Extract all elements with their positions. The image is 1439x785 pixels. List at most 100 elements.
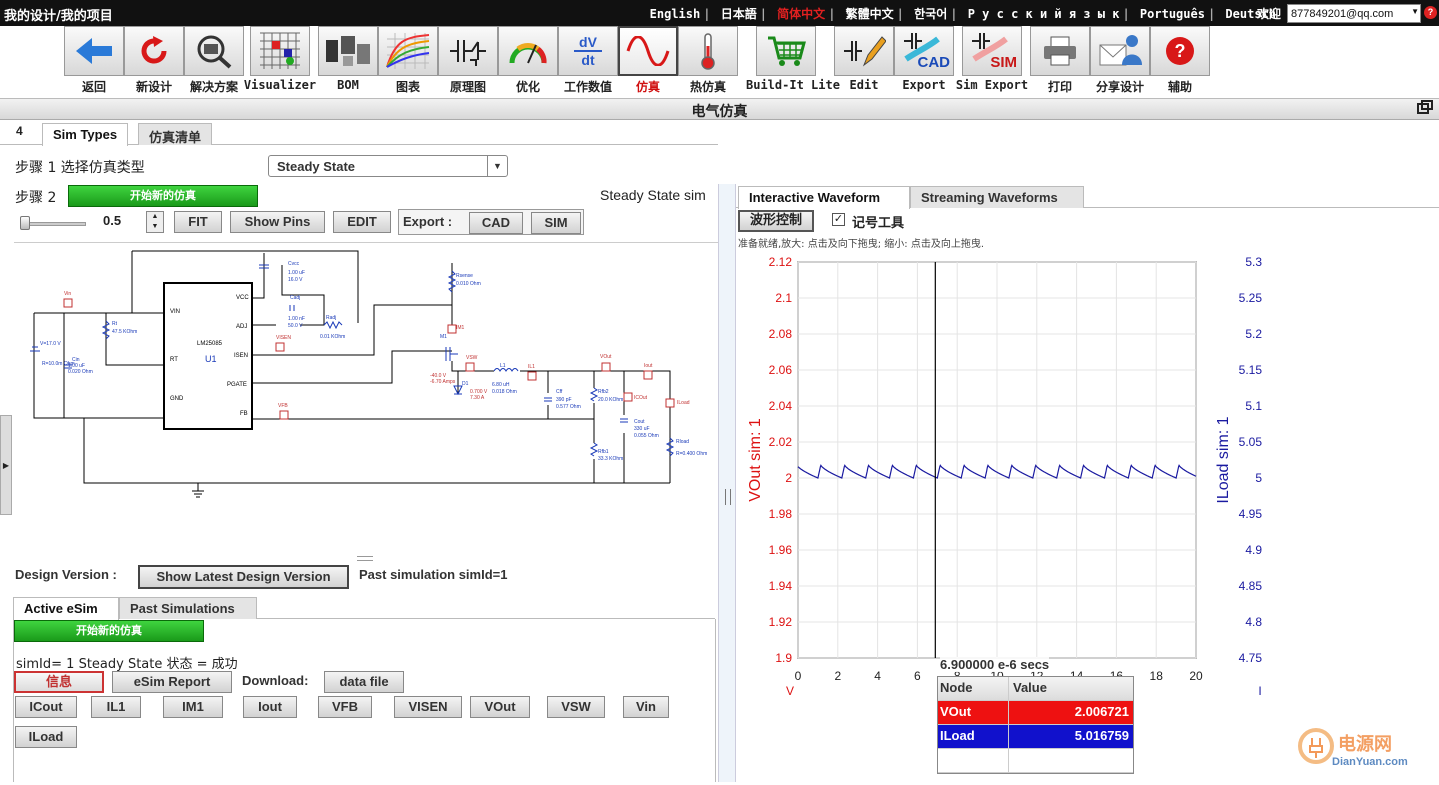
- toolbar-share-design-button[interactable]: 分享设计: [1090, 26, 1150, 96]
- y-tick-right: 5.1: [1245, 399, 1262, 413]
- esim-report-button[interactable]: eSim Report: [112, 671, 232, 693]
- lang-german[interactable]: Deutsch: [1225, 7, 1276, 21]
- toolbar-visualizer-button[interactable]: Visualizer: [244, 26, 316, 96]
- zoom-slider-track[interactable]: [22, 222, 86, 226]
- lang-japanese[interactable]: 日本語: [720, 7, 757, 21]
- export-label: Export :: [403, 214, 453, 229]
- readout-node: VOut: [938, 701, 1009, 724]
- toolbar-new-design-button[interactable]: 新设计: [124, 26, 184, 96]
- toolbar-print-button[interactable]: 打印: [1030, 26, 1090, 96]
- toolbar-sim-export-button[interactable]: SIM Sim Export: [956, 26, 1028, 96]
- label: 1.00 uF: [68, 363, 85, 369]
- start-new-esim-button[interactable]: 开始新的仿真: [14, 620, 204, 642]
- sim-type-select[interactable]: Steady State ▼: [268, 155, 508, 177]
- download-label: Download:: [242, 673, 309, 688]
- data-file-button[interactable]: data file: [324, 671, 404, 693]
- lang-portuguese[interactable]: Português: [1139, 7, 1205, 21]
- export-cad-button[interactable]: CAD: [469, 212, 523, 234]
- schematic-canvas[interactable]: VIN RT GND VCC ADJ ISEN PGATE FB LM25085…: [14, 242, 718, 552]
- bom-icon: [318, 26, 378, 76]
- tab-past-simulations[interactable]: Past Simulations: [119, 597, 257, 619]
- waveform-chart[interactable]: 1.91.921.941.961.9822.022.042.062.082.12…: [736, 244, 1439, 782]
- toolbar-help-button[interactable]: ? 辅助: [1150, 26, 1210, 96]
- restore-window-icon[interactable]: [1417, 100, 1433, 114]
- horizontal-splitter-handle[interactable]: [357, 556, 373, 561]
- probe-button-icout[interactable]: ICout: [15, 696, 77, 718]
- readout-row[interactable]: ILoad 5.016759: [938, 725, 1133, 749]
- lang-russian[interactable]: Р у с с к и й я з ы к: [967, 7, 1120, 21]
- toolbar-optimize-button[interactable]: 优化: [498, 26, 558, 96]
- toolbar-simulation-button[interactable]: 仿真: [618, 26, 678, 96]
- splitter-grip-icon: [725, 489, 731, 505]
- vertical-splitter[interactable]: [718, 184, 736, 782]
- toolbar-solutions-button[interactable]: 解决方案: [184, 26, 244, 96]
- readout-row[interactable]: VOut 2.006721: [938, 701, 1133, 725]
- probe-button-vin[interactable]: Vin: [623, 696, 669, 718]
- collapse-left-handle[interactable]: ▶: [0, 415, 12, 515]
- start-new-sim-button[interactable]: 开始新的仿真: [68, 185, 258, 207]
- label: 0.700 V: [470, 389, 488, 395]
- toolbar-label: 打印: [1047, 80, 1072, 94]
- probe-button-vout[interactable]: VOut: [470, 696, 530, 718]
- probe-button-il1[interactable]: IL1: [91, 696, 141, 718]
- watermark-en: DianYuan.com: [1332, 756, 1408, 768]
- toolbar-schematic-button[interactable]: 原理图: [438, 26, 498, 96]
- fit-button[interactable]: FIT: [174, 211, 222, 233]
- breadcrumb[interactable]: 我的设计/我的项目: [4, 9, 113, 24]
- edit-button[interactable]: EDIT: [333, 211, 391, 233]
- label: 0.055 Ohm: [634, 433, 659, 439]
- tab-sim-list[interactable]: 仿真清单: [138, 123, 213, 145]
- show-pins-button[interactable]: Show Pins: [230, 211, 325, 233]
- lang-traditional-chinese[interactable]: 繁體中文: [845, 7, 894, 21]
- share-design-icon: [1090, 26, 1150, 76]
- lang-english[interactable]: English: [649, 7, 701, 21]
- y-axis-label-right: ILoad sim: 1: [1215, 416, 1232, 503]
- help-icon[interactable]: ?: [1424, 6, 1437, 19]
- y-tick-right: 4.75: [1239, 651, 1263, 665]
- waveform-control-button[interactable]: 波形控制: [738, 210, 814, 232]
- export-sim-button[interactable]: SIM: [531, 212, 581, 234]
- toolbar-label: Edit: [849, 78, 879, 92]
- y-tick-left: 1.98: [769, 507, 793, 521]
- marker-tool-label: 记号工具: [852, 216, 905, 231]
- probe-button-visen[interactable]: VISEN: [394, 696, 462, 718]
- tab-sim-types[interactable]: Sim Types: [42, 123, 129, 146]
- sim-text: SIM: [990, 54, 1017, 71]
- page-title: 电气仿真: [691, 104, 748, 120]
- info-button[interactable]: 信息: [14, 671, 104, 693]
- toolbar-label: 解决方案: [189, 80, 238, 94]
- label: Rload: [676, 439, 689, 445]
- label: Cadj: [290, 295, 300, 301]
- tab-active-esim[interactable]: Active eSim: [13, 597, 119, 620]
- show-latest-design-button[interactable]: Show Latest Design Version: [138, 565, 349, 589]
- lang-korean[interactable]: 한국어: [914, 7, 948, 21]
- zoom-stepper[interactable]: ▲▼: [146, 211, 164, 233]
- y-tick-left: 1.96: [769, 543, 793, 557]
- toolbar-edit-button[interactable]: Edit: [834, 26, 894, 96]
- tab-interactive-waveform[interactable]: Interactive Waveform: [738, 186, 910, 209]
- probe-button-iload[interactable]: ILoad: [15, 726, 77, 748]
- toolbar-charts-button[interactable]: 图表: [378, 26, 438, 96]
- toolbar-operating-values-button[interactable]: dV dt 工作数值: [558, 26, 618, 96]
- toolbar-back-button[interactable]: 返回: [64, 26, 124, 96]
- ic-pin-label: FB: [240, 411, 248, 417]
- toolbar-bom-button[interactable]: BOM: [318, 26, 378, 96]
- toolbar-export-button[interactable]: CAD Export: [894, 26, 954, 96]
- zoom-slider-handle[interactable]: [20, 216, 30, 230]
- account-dropdown[interactable]: 877849201@qq.com ▼: [1287, 4, 1421, 23]
- past-simulation-label: Past simulation simId=1: [359, 567, 508, 582]
- probe-button-vfb[interactable]: VFB: [318, 696, 372, 718]
- label: R=10.0m Ohm: [42, 361, 75, 367]
- probe-button-im1[interactable]: IM1: [163, 696, 223, 718]
- probe-button-iout[interactable]: Iout: [243, 696, 297, 718]
- toolbar-label: 优化: [515, 80, 540, 94]
- y-tick-right: 4.95: [1239, 507, 1263, 521]
- toolbar-thermal-sim-button[interactable]: 热仿真: [678, 26, 738, 96]
- lang-simplified-chinese[interactable]: 简体中文: [777, 7, 826, 21]
- toolbar-build-it-lite-button[interactable]: Build-It Lite: [746, 26, 840, 96]
- marker-tool-checkbox[interactable]: ✓: [832, 213, 845, 226]
- probe-button-vsw[interactable]: VSW: [547, 696, 605, 718]
- label: Cvcc: [288, 261, 300, 267]
- tab-streaming-waveforms[interactable]: Streaming Waveforms: [910, 186, 1084, 208]
- x-tick: 18: [1150, 669, 1164, 683]
